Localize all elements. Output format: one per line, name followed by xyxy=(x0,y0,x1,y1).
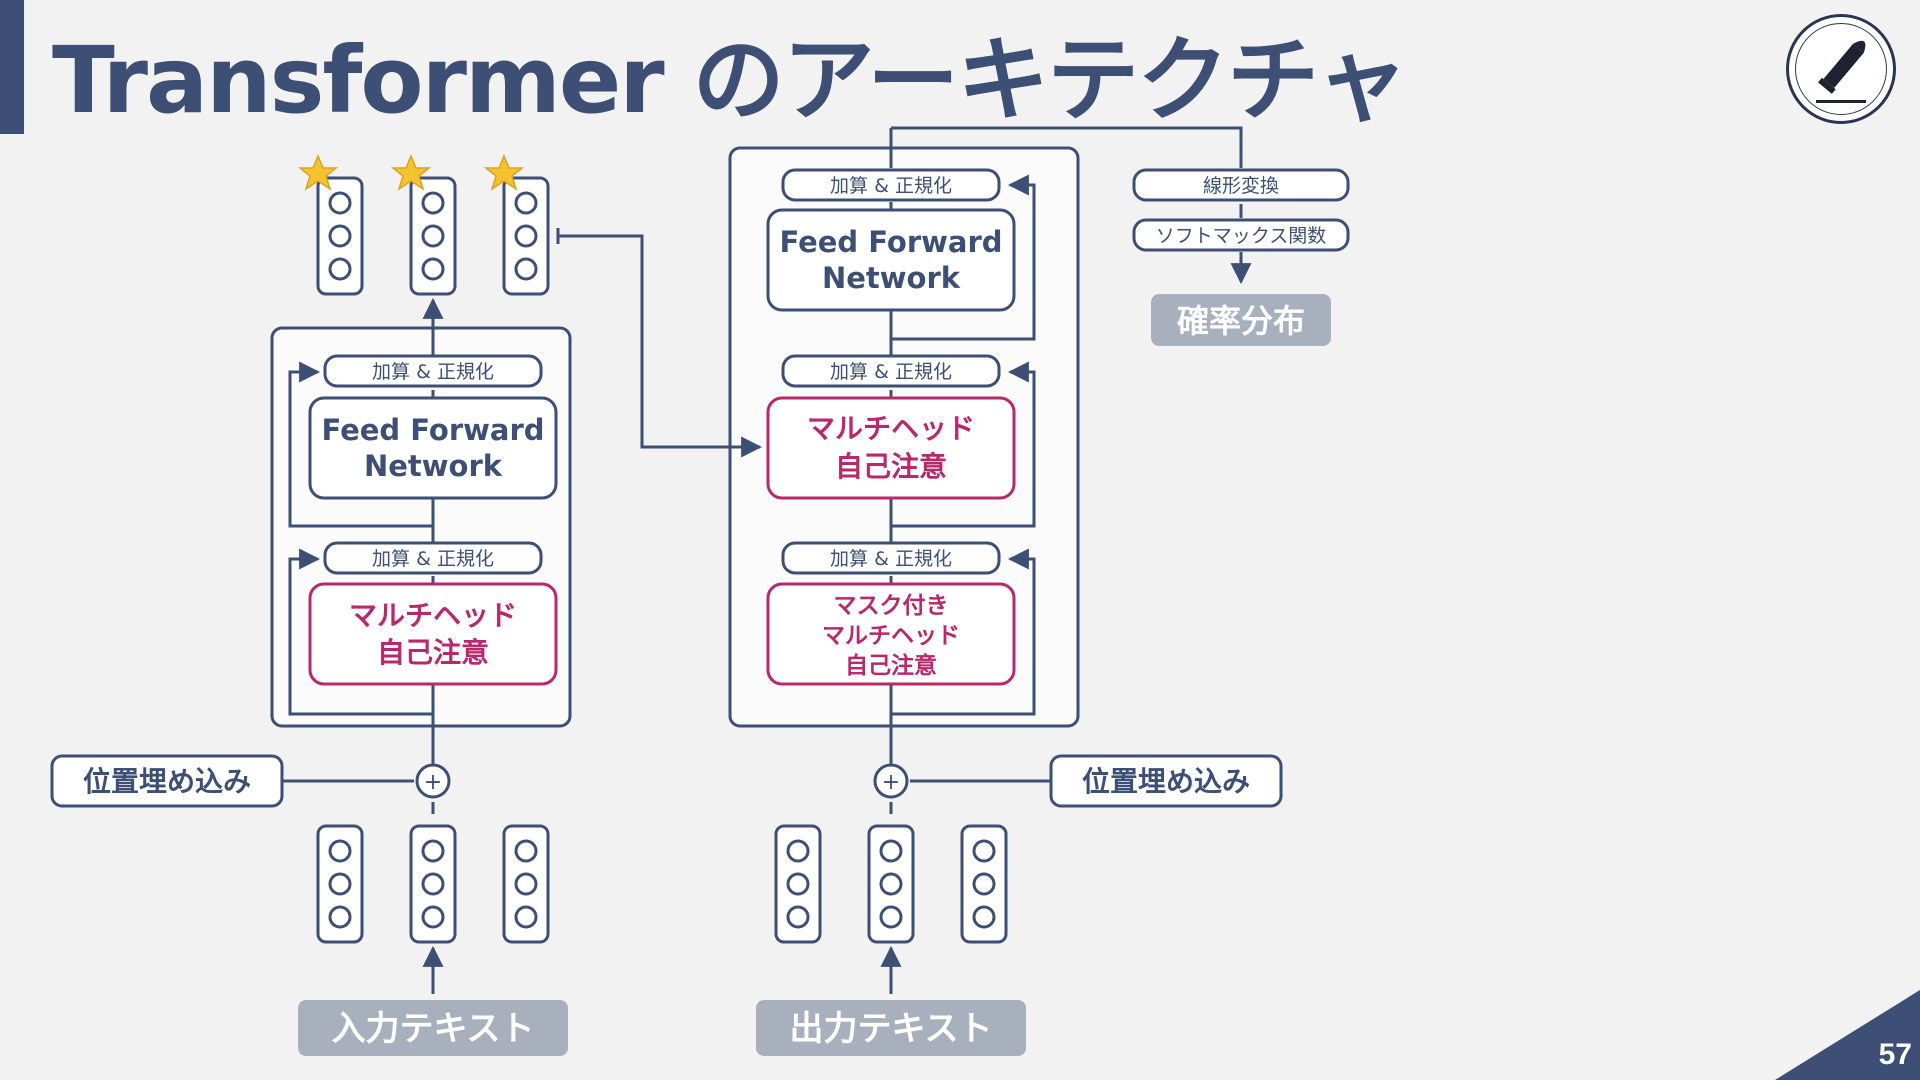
svg-text:+: + xyxy=(424,770,442,795)
vector-element xyxy=(328,872,352,896)
encoder-add-norm-1: 加算 & 正規化 xyxy=(323,541,543,575)
vector-element xyxy=(514,872,538,896)
decoder-feed-forward: Feed Forward Network xyxy=(766,208,1016,312)
linear-transform-box: 線形変換 xyxy=(1132,168,1350,202)
vector-element xyxy=(328,191,352,215)
softmax-box: ソフトマックス関数 xyxy=(1132,218,1350,252)
decoder-position-embedding: 位置埋め込み xyxy=(1049,754,1283,808)
star-icon xyxy=(390,154,432,191)
vector-element xyxy=(879,839,903,863)
vector-element xyxy=(514,257,538,281)
decoder-add-norm-2: 加算 & 正規化 xyxy=(781,354,1001,388)
svg-text:加算 & 正規化: 加算 & 正規化 xyxy=(372,548,494,570)
vector-element xyxy=(328,224,352,248)
vector-element xyxy=(421,191,445,215)
svg-text:マルチヘッド: マルチヘッド xyxy=(349,599,517,632)
vector-element xyxy=(421,872,445,896)
probability-distribution-label: 確率分布 xyxy=(1151,294,1331,346)
svg-text:Feed Forward: Feed Forward xyxy=(321,413,544,447)
vector-element xyxy=(786,905,810,929)
vector-element xyxy=(328,257,352,281)
svg-text:+: + xyxy=(882,770,900,795)
svg-text:加算 & 正規化: 加算 & 正規化 xyxy=(830,361,952,383)
svg-text:加算 & 正規化: 加算 & 正規化 xyxy=(830,548,952,570)
encoder-add-circle: + xyxy=(415,763,451,799)
page-number: 57 xyxy=(1878,1038,1912,1071)
vector-element xyxy=(421,224,445,248)
svg-text:加算 & 正規化: 加算 & 正規化 xyxy=(830,175,952,197)
star-icon xyxy=(297,154,339,191)
corner-triangle xyxy=(1775,990,1920,1080)
decoder-masked-attention: マスク付き マルチヘッド 自己注意 xyxy=(766,582,1016,686)
svg-text:ソフトマックス関数: ソフトマックス関数 xyxy=(1156,225,1326,247)
vector-element xyxy=(421,257,445,281)
vector-element xyxy=(972,872,996,896)
encoder-feed-forward: Feed Forward Network xyxy=(308,396,558,500)
vector-element xyxy=(972,839,996,863)
encoder-position-embedding: 位置埋め込み xyxy=(50,754,284,808)
star-icon xyxy=(483,154,525,191)
vector-element xyxy=(514,839,538,863)
vector-element xyxy=(514,191,538,215)
vector-element xyxy=(879,905,903,929)
svg-text:加算 & 正規化: 加算 & 正規化 xyxy=(372,361,494,383)
decoder-add-norm-1: 加算 & 正規化 xyxy=(781,541,1001,575)
vector-element xyxy=(972,905,996,929)
svg-text:位置埋め込み: 位置埋め込み xyxy=(83,765,251,798)
bullet-logo xyxy=(1786,14,1896,124)
svg-text:Feed Forward: Feed Forward xyxy=(779,225,1002,259)
vector-element xyxy=(328,839,352,863)
title-accent-bar xyxy=(0,0,24,134)
vector-element xyxy=(421,839,445,863)
bullet-icon xyxy=(1816,40,1866,103)
svg-text:自己注意: 自己注意 xyxy=(835,450,947,483)
vector-element xyxy=(786,839,810,863)
vector-element xyxy=(879,872,903,896)
svg-text:出力テキスト: 出力テキスト xyxy=(790,1009,993,1049)
svg-text:入力テキスト: 入力テキスト xyxy=(332,1009,535,1049)
input-text-label: 入力テキスト xyxy=(298,1000,568,1056)
encoder-add-norm-2: 加算 & 正規化 xyxy=(323,354,543,388)
svg-text:マルチヘッド: マルチヘッド xyxy=(807,412,975,445)
svg-text:Network: Network xyxy=(364,449,503,483)
vector-element xyxy=(328,905,352,929)
svg-text:線形変換: 線形変換 xyxy=(1203,175,1279,197)
svg-text:確率分布: 確率分布 xyxy=(1177,302,1305,340)
encoder-multihead-attention: マルチヘッド 自己注意 xyxy=(308,582,558,686)
svg-text:自己注意: 自己注意 xyxy=(845,652,937,679)
svg-text:マスク付き: マスク付き xyxy=(834,593,949,619)
decoder-add-norm-3: 加算 & 正規化 xyxy=(781,168,1001,202)
decoder-add-circle: + xyxy=(873,763,909,799)
svg-text:自己注意: 自己注意 xyxy=(377,636,489,669)
svg-text:Network: Network xyxy=(822,261,961,295)
decoder-cross-attention: マルチヘッド 自己注意 xyxy=(766,396,1016,500)
vector-element xyxy=(786,872,810,896)
vector-element xyxy=(421,905,445,929)
vector-element xyxy=(514,224,538,248)
svg-text:マルチヘッド: マルチヘッド xyxy=(822,623,960,649)
output-text-label: 出力テキスト xyxy=(756,1000,1026,1056)
page-title: Transformer のアーキテクチャ xyxy=(52,27,1408,134)
star-icons xyxy=(297,154,525,191)
svg-text:位置埋め込み: 位置埋め込み xyxy=(1082,765,1250,798)
vector-element xyxy=(514,905,538,929)
